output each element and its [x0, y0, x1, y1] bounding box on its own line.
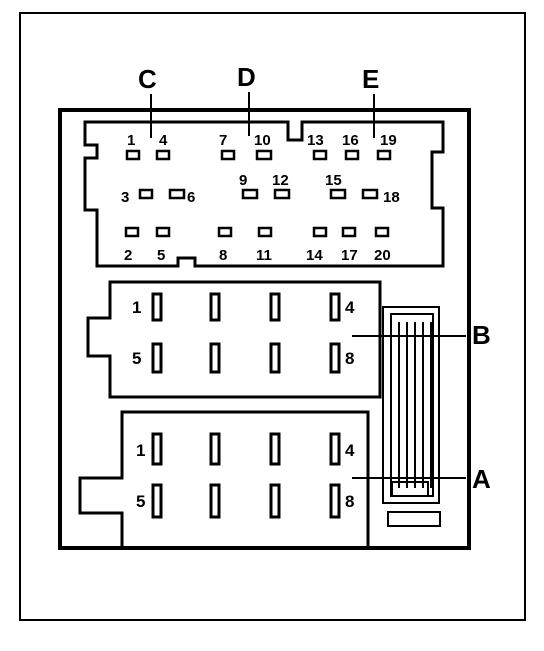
a-pin-label-8: 8 [345, 492, 354, 511]
label-d: D [237, 62, 256, 92]
pin-blade [329, 432, 341, 466]
b-pin-label-8: 8 [345, 349, 354, 368]
pin-socket [273, 188, 291, 200]
pin-socket [168, 188, 186, 200]
pin-blade [209, 292, 221, 322]
pin-socket [125, 149, 141, 161]
connector-a-outline [78, 410, 370, 550]
pin-label-12: 12 [272, 172, 289, 189]
pin-label-5: 5 [157, 247, 165, 264]
pin-blade [209, 342, 221, 374]
pin-label-16: 16 [342, 132, 359, 149]
pin-blade [209, 432, 221, 466]
pin-label-3: 3 [121, 189, 129, 206]
pin-label-20: 20 [374, 247, 391, 264]
pin-socket [217, 226, 233, 238]
upper-pin-sockets [124, 149, 392, 238]
pin-label-6: 6 [187, 189, 195, 206]
pin-socket [312, 149, 328, 161]
pin-socket [312, 226, 328, 238]
a-pin-label-4: 4 [345, 441, 355, 460]
a-pin-label-1: 1 [136, 441, 145, 460]
pin-blade [329, 483, 341, 519]
label-a: A [472, 464, 491, 494]
pin-socket [341, 226, 357, 238]
a-pin-label-5: 5 [136, 492, 145, 511]
pin-blade [269, 292, 281, 322]
pin-socket [155, 149, 171, 161]
pin-blade [151, 483, 163, 519]
b-pin-label-5: 5 [132, 349, 141, 368]
upper-pin-numbers: 1 4 7 10 13 16 19 9 12 15 3 6 18 2 5 8 1… [121, 132, 400, 264]
pin-blade [269, 432, 281, 466]
pin-socket [374, 226, 390, 238]
pin-blade [151, 342, 163, 374]
pin-label-11: 11 [256, 247, 272, 264]
pin-label-19: 19 [380, 132, 397, 149]
pin-socket [138, 188, 154, 200]
pin-label-8: 8 [219, 247, 227, 264]
pin-label-1: 1 [127, 132, 135, 149]
outer-frame [19, 12, 526, 621]
label-c: C [138, 64, 157, 94]
pin-label-7: 7 [219, 132, 227, 149]
connector-a-pins [151, 432, 341, 519]
label-e: E [362, 64, 379, 94]
pin-socket [376, 149, 392, 161]
pin-socket [155, 226, 171, 238]
connector-b-pins [151, 292, 341, 374]
pin-socket [241, 188, 259, 200]
b-pin-label-4: 4 [345, 298, 355, 317]
pin-label-18: 18 [383, 189, 400, 206]
ribbon-latch [382, 306, 441, 527]
pin-socket [255, 149, 273, 161]
pin-label-10: 10 [254, 132, 271, 149]
pin-blade [329, 342, 341, 374]
pin-label-15: 15 [325, 172, 342, 189]
pin-blade [209, 483, 221, 519]
pin-label-14: 14 [306, 247, 323, 264]
pin-socket [361, 188, 379, 200]
pin-socket [220, 149, 236, 161]
label-b: B [472, 320, 491, 350]
connector-b-outline [86, 280, 382, 399]
pin-socket [329, 188, 347, 200]
b-pin-label-1: 1 [132, 298, 141, 317]
pin-blade [151, 292, 163, 322]
pin-blade [151, 432, 163, 466]
pin-label-17: 17 [341, 247, 358, 264]
pin-label-13: 13 [307, 132, 324, 149]
pin-socket [257, 226, 273, 238]
pin-blade [329, 292, 341, 322]
upper-connector-outline [83, 120, 445, 268]
pin-label-2: 2 [124, 247, 132, 264]
pin-socket [344, 149, 360, 161]
pin-socket [124, 226, 140, 238]
pin-blade [269, 483, 281, 519]
pin-label-9: 9 [239, 172, 247, 189]
pin-blade [269, 342, 281, 374]
pin-label-4: 4 [159, 132, 168, 149]
